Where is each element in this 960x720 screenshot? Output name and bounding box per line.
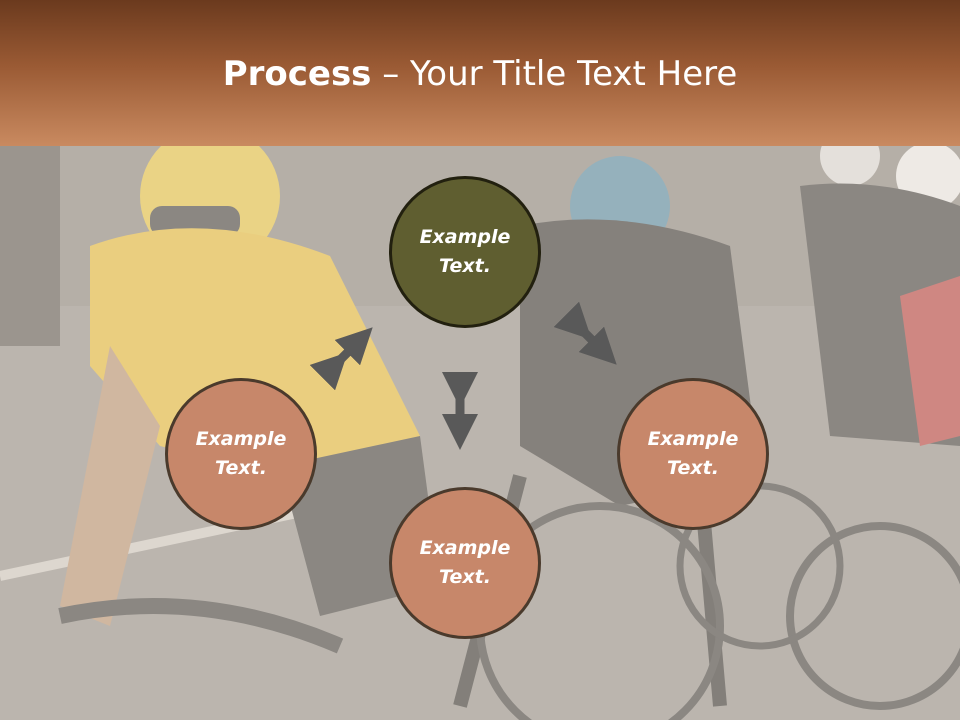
slide-title: Process – Your Title Text Here bbox=[0, 52, 960, 96]
right-node: Example Text. bbox=[617, 378, 769, 530]
center-node: Example Text. bbox=[389, 176, 541, 328]
left-node-text: Example Text. bbox=[195, 428, 287, 479]
center-node-text: Example Text. bbox=[419, 226, 511, 277]
right-node-text: Example Text. bbox=[647, 428, 739, 479]
bottom-node-text: Example Text. bbox=[419, 537, 511, 588]
double-arrow-icon bbox=[309, 327, 373, 391]
title-rest: – Your Title Text Here bbox=[371, 54, 738, 94]
bottom-node: Example Text. bbox=[389, 487, 541, 639]
slide-header bbox=[0, 0, 960, 146]
title-bold: Process bbox=[222, 54, 372, 94]
left-node: Example Text. bbox=[165, 378, 317, 530]
double-arrow-icon bbox=[553, 301, 617, 365]
